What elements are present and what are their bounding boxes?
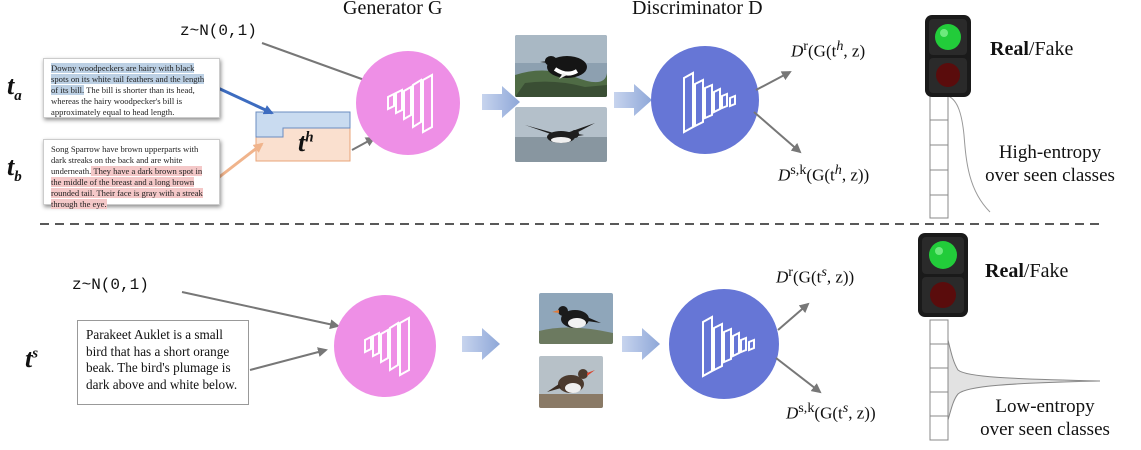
label-tb: tb [7,152,22,186]
generated-image-bottom-1 [539,293,613,344]
class-formula-bottom: Ds,k(G(ts, z)) [786,400,876,423]
hybrid-embedding-box [255,111,351,162]
real-fake-formula-bottom: Dr(G(ts, z)) [776,264,855,287]
red-light-icon [930,282,956,308]
arrow-disc-to-class-bottom [775,357,822,394]
traffic-light-bottom [918,233,968,317]
text-card-a: Downy woodpeckers are hairy with black s… [43,58,220,118]
generated-image-top-1 [515,35,607,97]
text-b-lead: Song Sparrow have brown upperparts with … [51,144,199,176]
entropy-label-bottom: Low-entropy over seen classes [980,396,1110,440]
arrow-disc-to-class-top [753,111,802,154]
generated-image-top-2 [515,107,607,162]
generator-title: Generator G [343,0,443,19]
class-formula-top: Ds,k(G(th, z)) [778,162,870,185]
class-prob-column-top [929,95,949,219]
arrow-noise-to-generator [261,42,372,84]
noise-label-top: z~N(0,1) [180,22,257,40]
real-fake-label-bottom: Real/Fake [985,260,1069,282]
discriminator-title: Discriminator D [632,0,763,19]
text-description-ts: Parakeet Auklet is a small bird that has… [77,320,249,405]
arrow-images-to-discriminator-top [614,84,652,116]
traffic-light-top [925,15,971,97]
red-light-icon [936,63,960,87]
class-prob-column-bottom [929,319,949,441]
green-light-icon [935,24,961,50]
arrow-generator-to-images-bottom [462,328,500,360]
noise-label-bottom: z~N(0,1) [72,276,149,294]
generator-top [356,51,460,155]
arrow-tb-to-th [217,142,264,180]
label-ta: ta [7,71,22,105]
discriminator-bottom [669,289,779,399]
arrow-th-to-generator [351,137,376,151]
arrow-ta-to-th [217,86,274,115]
label-th: th [298,128,314,157]
real-fake-formula-top: Dr(G(th, z) [791,38,866,61]
entropy-label-top: High-entropy over seen classes [985,142,1115,186]
arrow-images-to-discriminator-bottom [622,328,660,360]
high-entropy-curve [947,95,991,213]
generator-bottom [334,295,436,397]
arrow-disc-to-real-bottom [777,302,810,331]
generated-image-bottom-2 [539,356,603,408]
real-fake-label-top: Real/Fake [990,38,1074,60]
arrow-disc-to-real-top [755,71,792,91]
arrow-generator-to-images-top [482,86,520,118]
text-card-b: Song Sparrow have brown upperparts with … [43,139,220,209]
discriminator-top [651,46,759,154]
green-light-icon [929,241,957,269]
label-ts: ts [25,344,39,373]
text-a-rest: The bill is shorter than its head, where… [51,85,195,117]
arrow-noise-to-generator-bottom [181,291,340,330]
low-entropy-curve [947,339,1101,421]
arrow-ts-to-generator [249,347,328,371]
